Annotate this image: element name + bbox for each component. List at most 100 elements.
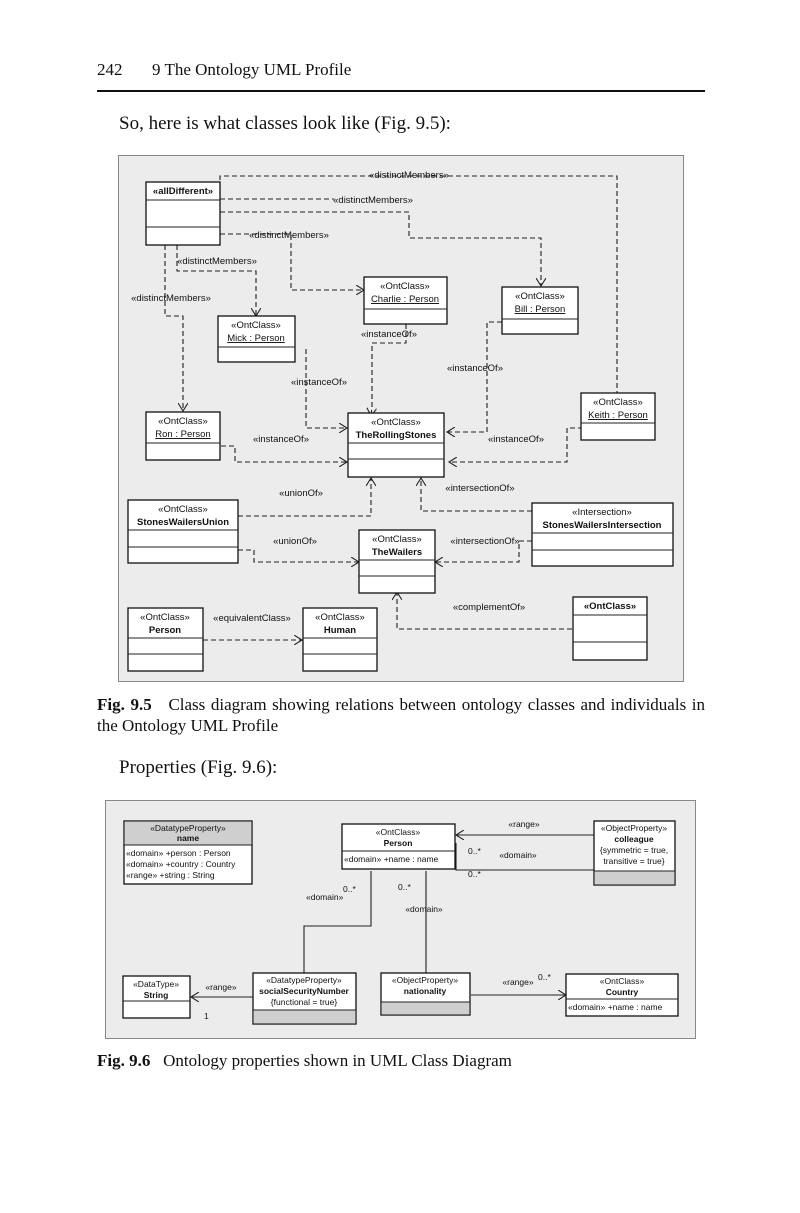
- rolling-stones-box: «OntClass» TheRollingStones: [347, 412, 445, 478]
- colleague-stereotype: «ObjectProperty»: [601, 823, 667, 833]
- keith-stereotype: «OntClass»: [593, 397, 643, 408]
- wailers-stereotype: «OntClass»: [372, 534, 422, 545]
- figure-9-6-caption-text: Ontology properties shown in UML Class D…: [163, 1051, 512, 1070]
- ssn-property-box: «DatatypeProperty» socialSecurityNumber …: [252, 972, 357, 1025]
- person96-attr: «domain» +name : name: [344, 854, 439, 864]
- all-different-stereotype: «allDifferent»: [153, 186, 213, 197]
- figure-9-6-caption: Fig. 9.6 Ontology properties shown in UM…: [97, 1050, 705, 1071]
- intro-classes-text: So, here is what classes look like (Fig.…: [119, 113, 451, 134]
- keith-name: Keith : Person: [588, 410, 648, 421]
- label-complement-of: «complementOf»: [453, 602, 525, 613]
- person96-name: Person: [384, 838, 413, 848]
- chapter-title: 9 The Ontology UML Profile: [152, 60, 352, 79]
- charlie-name: Charlie : Person: [371, 294, 439, 305]
- page-number: 242: [97, 60, 123, 79]
- figure-9-5: «allDifferent» «OntClass» Charlie : Pers…: [118, 155, 684, 682]
- ssn-constraint: {functional = true}: [271, 997, 338, 1007]
- label-range-left: «range»: [205, 982, 236, 992]
- label-domain-mid: «domain»: [405, 904, 443, 914]
- string-name: String: [144, 990, 169, 1000]
- label-mult-one: 1: [204, 1011, 209, 1021]
- person96-stereotype: «OntClass»: [376, 827, 421, 837]
- colleague-constraint-1: {symmetric = true,: [600, 845, 668, 855]
- intersection-name: StonesWailersIntersection: [543, 520, 662, 531]
- label-intersection-1: «intersectionOf»: [445, 483, 514, 494]
- label-instance-ron: «instanceOf»: [253, 434, 309, 445]
- bill-name: Bill : Person: [515, 304, 566, 315]
- complement-class-box: «OntClass»: [572, 596, 648, 661]
- bill-stereotype: «OntClass»: [515, 291, 565, 302]
- colleague-constraint-2: transitive = true}: [603, 856, 664, 866]
- country-name: Country: [606, 987, 639, 997]
- label-union-2: «unionOf»: [273, 536, 317, 547]
- nationality-name: nationality: [404, 986, 447, 996]
- name-attr-1: «domain» +person : Person: [126, 848, 231, 858]
- label-union-1: «unionOf»: [279, 488, 323, 499]
- label-mult-e: 0..*: [538, 972, 551, 982]
- keith-box: «OntClass» Keith : Person: [580, 392, 656, 441]
- label-mult-a: 0..*: [468, 846, 481, 856]
- mick-name: Mick : Person: [227, 333, 285, 344]
- nationality-stereotype: «ObjectProperty»: [392, 975, 458, 985]
- figure-9-6: «DatatypeProperty» name «domain» +person…: [105, 800, 696, 1039]
- figure-9-5-label: Fig. 9.5: [97, 695, 152, 714]
- label-equivalent-class: «equivalentClass»: [213, 613, 291, 624]
- label-distinct-4: «distinctMembers»: [177, 256, 257, 267]
- label-instance-charlie: «instanceOf»: [361, 329, 417, 340]
- fig95-labels: «distinctMembers» «distinctMembers» «dis…: [131, 170, 544, 624]
- person-name: Person: [149, 625, 181, 636]
- stones-wailers-union-box: «OntClass» StonesWailersUnion: [127, 499, 239, 564]
- label-range-bottom: «range»: [502, 977, 533, 987]
- all-different-box: «allDifferent»: [145, 181, 221, 246]
- label-instance-mick: «instanceOf»: [291, 377, 347, 388]
- mick-box: «OntClass» Mick : Person: [217, 315, 296, 363]
- rolling-stones-stereotype: «OntClass»: [371, 417, 421, 428]
- mick-stereotype: «OntClass»: [231, 320, 281, 331]
- rolling-stones-name: TheRollingStones: [356, 430, 437, 441]
- name-stereotype: «DatatypeProperty»: [150, 823, 226, 833]
- name-title: name: [177, 833, 199, 843]
- nationality-property-box: «ObjectProperty» nationality: [380, 972, 471, 1016]
- wailers-name: TheWailers: [372, 547, 422, 558]
- label-mult-d: 0..*: [398, 882, 411, 892]
- name-attr-2: «domain» +country : Country: [126, 859, 236, 869]
- label-domain-left: «domain»: [306, 892, 344, 902]
- ssn-stereotype: «DatatypeProperty»: [266, 975, 342, 985]
- intro-properties-text: Properties (Fig. 9.6):: [119, 757, 278, 778]
- label-intersection-2: «intersectionOf»: [450, 536, 519, 547]
- ssn-name: socialSecurityNumber: [259, 986, 349, 996]
- string-datatype-box: «DataType» String: [122, 975, 191, 1019]
- person-ontclass-box: «OntClass» Person «domain» +name : name: [341, 823, 456, 870]
- label-instance-keith: «instanceOf»: [488, 434, 544, 445]
- complement-stereotype: «OntClass»: [584, 601, 636, 612]
- label-distinct-3: «distinctMembers»: [249, 230, 329, 241]
- name-property-box: «DatatypeProperty» name «domain» +person…: [123, 820, 253, 885]
- ron-box: «OntClass» Ron : Person: [145, 411, 221, 461]
- label-domain-right: «domain»: [499, 850, 537, 860]
- stones-wailers-intersection-box: «Intersection» StonesWailersIntersection: [531, 502, 674, 567]
- country-stereotype: «OntClass»: [600, 976, 645, 986]
- running-header: 242 9 The Ontology UML Profile: [97, 60, 705, 92]
- figure-9-5-caption-text: Class diagram showing relations between …: [97, 695, 706, 735]
- fig95-connectors: [164, 175, 617, 640]
- union-name: StonesWailersUnion: [137, 517, 229, 528]
- label-range-top: «range»: [508, 819, 539, 829]
- fig96-labels: «range» «domain» 0..* 0..* «domain» 0..*…: [204, 819, 551, 1021]
- string-stereotype: «DataType»: [133, 979, 179, 989]
- colleague-property-box: «ObjectProperty» colleague {symmetric = …: [593, 820, 676, 886]
- bill-box: «OntClass» Bill : Person: [501, 286, 579, 335]
- human-class-box: «OntClass» Human: [302, 607, 378, 672]
- human-name: Human: [324, 625, 356, 636]
- label-mult-b: 0..*: [468, 869, 481, 879]
- country-attr: «domain» +name : name: [568, 1002, 663, 1012]
- ron-stereotype: «OntClass»: [158, 416, 208, 427]
- fig96-connectors: [191, 835, 594, 997]
- name-attr-3: «range» +string : String: [126, 870, 215, 880]
- person-stereotype: «OntClass»: [140, 612, 190, 623]
- charlie-box: «OntClass» Charlie : Person: [363, 276, 448, 325]
- label-distinct-5: «distinctMembers»: [131, 293, 211, 304]
- ron-name: Ron : Person: [155, 429, 210, 440]
- human-stereotype: «OntClass»: [315, 612, 365, 623]
- figure-9-6-label: Fig. 9.6: [97, 1051, 151, 1070]
- label-distinct-1: «distinctMembers»: [369, 170, 449, 181]
